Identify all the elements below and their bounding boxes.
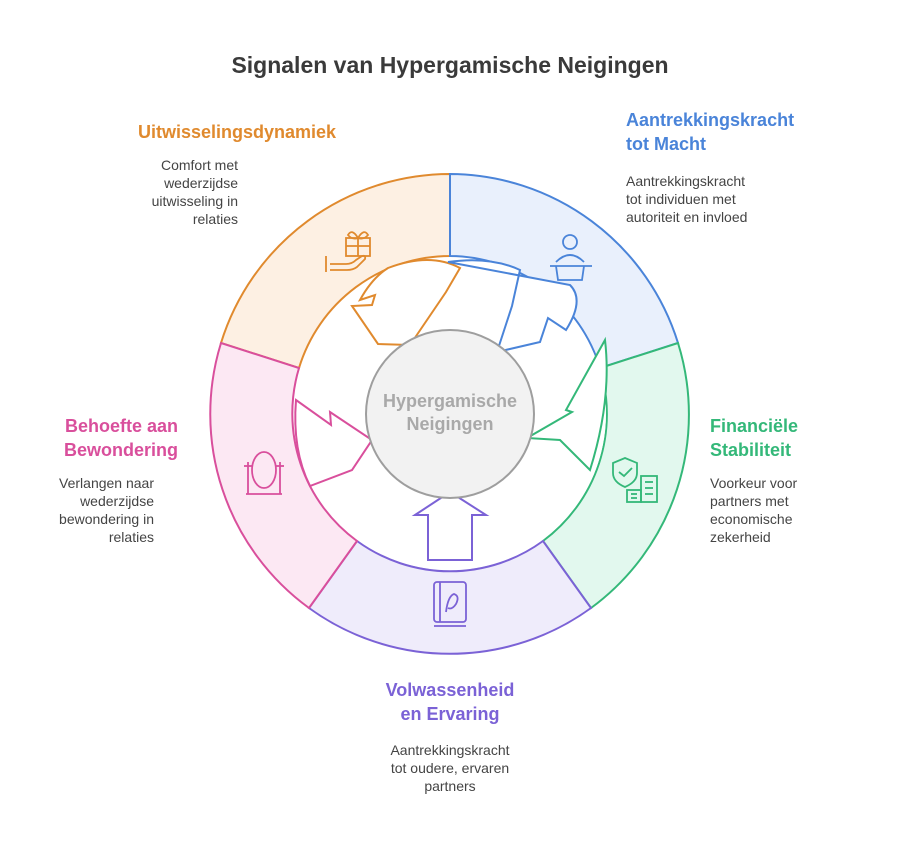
label-financiele-stabiliteit: Financiële Stabiliteit [710,416,799,460]
shield-buildings-icon [612,457,658,503]
center-circle [365,329,535,499]
speaker-podium-icon [550,234,592,281]
mirror-icon [244,451,284,495]
arrow-behoefte-aan-bewondering [294,398,374,488]
label-uitwisselingsdynamiek: Uitwisselingsdynamiek [138,122,337,142]
segment-behoefte-aan-bewondering [209,341,359,610]
arrow-aantrekkingskracht-tot-macht [447,259,578,354]
description-uitwisselingsdynamiek: Comfort met wederzijdse uitwisseling in … [151,157,238,227]
label-aantrekkingskracht-tot-macht: Aantrekkingskracht tot Macht [626,110,795,154]
center-label-line-2: Neigingen [406,414,494,434]
diagram-title: Signalen van Hypergamische Neigingen [231,52,669,78]
center-label: Hypergamische Neigingen [370,390,530,436]
arrow-uitwisselingsdynamiek [350,259,462,347]
label-behoefte-aan-bewondering: Behoefte aan Bewondering [63,416,178,460]
book-icon [433,581,467,627]
label-volwassenheid-en-ervaring: Volwassenheid en Ervaring [385,680,515,724]
description-volwassenheid-en-ervaring: Aantrekkingskracht tot oudere, ervaren p… [390,742,510,794]
description-behoefte-aan-bewondering: Verlangen naar wederzijdse bewondering i… [59,475,154,545]
gift-hand-icon [325,231,371,272]
description-aantrekkingskracht-tot-macht: Aantrekkingskracht tot individuen met au… [626,173,748,225]
arrow-financiele-stabiliteit [523,336,608,472]
segment-financiele-stabiliteit [541,341,690,610]
description-financiele-stabiliteit: Voorkeur voor partners met economische z… [710,475,798,545]
center-label-line-1: Hypergamische [382,391,518,411]
